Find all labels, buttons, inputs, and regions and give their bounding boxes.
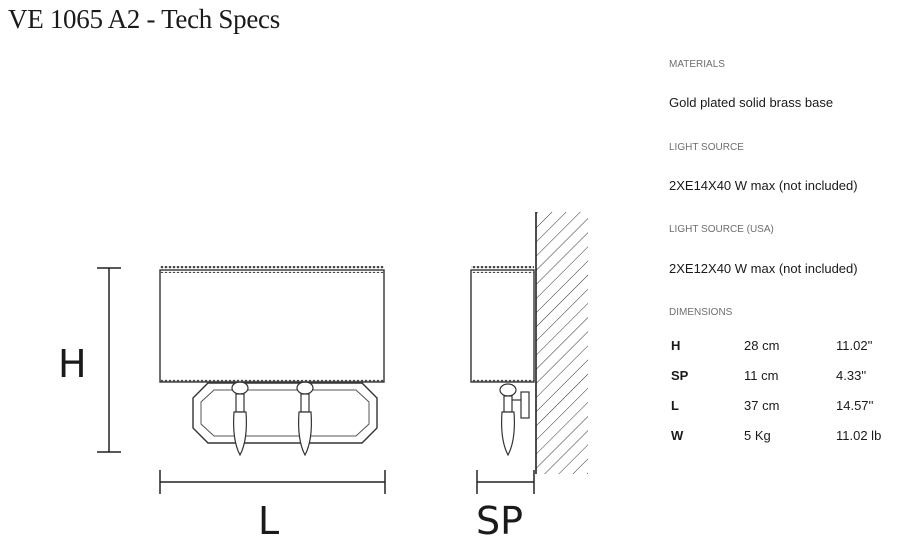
dimension-row-w: W 5 Kg 11.02 lb	[669, 428, 894, 444]
front-view	[159, 266, 385, 457]
length-label: L	[258, 499, 280, 543]
side-view	[470, 266, 535, 457]
dimension-imperial: 11.02 lb	[836, 428, 882, 443]
side-arm	[499, 383, 517, 457]
height-label: H	[58, 342, 87, 386]
dimension-metric: 28 cm	[744, 338, 780, 353]
front-arm-right	[296, 381, 314, 457]
depth-label: SP	[476, 499, 524, 543]
materials-label: MATERIALS	[669, 59, 725, 70]
height-dimension-line	[97, 267, 121, 453]
dimension-key: H	[671, 338, 681, 353]
length-dimension-line	[159, 470, 386, 494]
wall-hatching	[535, 212, 588, 474]
technical-drawing	[97, 212, 588, 494]
dimension-row-l: L 37 cm 14.57''	[669, 398, 894, 414]
light-source-usa-label: LIGHT SOURCE (USA)	[669, 224, 774, 235]
dimension-row-sp: SP 11 cm 4.33''	[669, 368, 894, 384]
depth-dimension-line	[476, 470, 535, 494]
dimension-key: W	[671, 428, 684, 443]
light-source-value: 2XE14X40 W max (not included)	[669, 178, 858, 193]
materials-value: Gold plated solid brass base	[669, 95, 834, 110]
dimensions-label: DIMENSIONS	[669, 307, 733, 318]
dimension-metric: 37 cm	[744, 398, 780, 413]
page-title: VE 1065 A2 - Tech Specs	[8, 4, 280, 34]
dimension-imperial: 14.57''	[836, 398, 874, 413]
dimension-key: SP	[671, 368, 689, 383]
light-source-usa-value: 2XE12X40 W max (not included)	[669, 261, 858, 276]
front-backplate	[192, 382, 378, 444]
dimension-imperial: 4.33''	[836, 368, 867, 383]
dimension-metric: 5 Kg	[744, 428, 771, 443]
front-shade	[159, 269, 385, 383]
dimension-imperial: 11.02''	[836, 338, 873, 353]
side-shade	[470, 269, 535, 383]
dimension-key: L	[671, 398, 679, 413]
front-arm-left	[231, 381, 249, 457]
dimension-metric: 11 cm	[744, 368, 779, 383]
dimension-row-h: H 28 cm 11.02''	[669, 338, 894, 354]
light-source-label: LIGHT SOURCE	[669, 142, 744, 153]
